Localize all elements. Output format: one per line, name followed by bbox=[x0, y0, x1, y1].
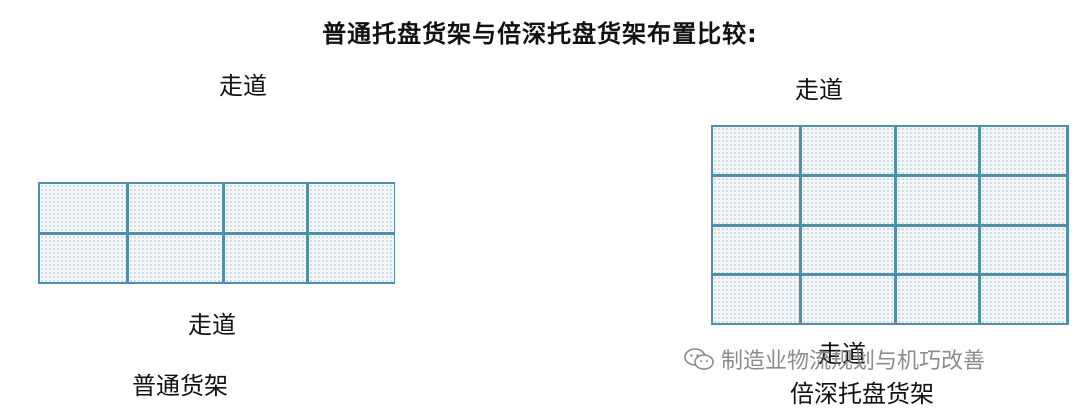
rack-cell bbox=[129, 234, 222, 282]
rack-cell bbox=[802, 127, 894, 174]
deep-aisle-bottom-label: 走道 bbox=[818, 340, 866, 368]
rack-cell bbox=[129, 184, 222, 232]
rack-cell bbox=[802, 276, 894, 323]
deep-rack bbox=[711, 125, 1069, 325]
rack-cell bbox=[802, 226, 894, 274]
rack-cell bbox=[309, 184, 394, 232]
rack-cell bbox=[225, 184, 306, 232]
rack-cell bbox=[309, 234, 394, 282]
watermark-text: 制造业物流规划与机巧改善 bbox=[721, 349, 986, 374]
standard-aisle-bottom-label: 走道 bbox=[188, 311, 236, 339]
deep-aisle-top-label: 走道 bbox=[795, 76, 843, 104]
rack-cell bbox=[713, 276, 799, 323]
wechat-icon bbox=[684, 348, 714, 370]
rack-cell bbox=[713, 127, 799, 174]
rack-cell bbox=[897, 127, 978, 174]
rack-cell bbox=[40, 234, 126, 282]
rack-cell bbox=[981, 127, 1066, 174]
rack-cell bbox=[897, 276, 978, 323]
rack-cell bbox=[225, 234, 306, 282]
rack-cell bbox=[713, 176, 799, 224]
rack-cell bbox=[981, 226, 1066, 274]
rack-cell bbox=[40, 184, 126, 232]
standard-rack bbox=[38, 182, 395, 284]
standard-aisle-top-label: 走道 bbox=[219, 72, 267, 100]
rack-cell bbox=[897, 226, 978, 274]
diagram-title: 普通托盘货架与倍深托盘货架布置比较: bbox=[322, 20, 758, 48]
standard-rack-caption: 普通货架 bbox=[132, 372, 228, 400]
rack-cell bbox=[897, 176, 978, 224]
rack-cell bbox=[713, 226, 799, 274]
rack-cell bbox=[802, 176, 894, 224]
rack-cell bbox=[981, 176, 1066, 224]
deep-rack-caption: 倍深托盘货架 bbox=[790, 380, 934, 408]
watermark: 制造业物流规划与机巧改善 bbox=[683, 343, 985, 375]
rack-cell bbox=[981, 276, 1066, 323]
